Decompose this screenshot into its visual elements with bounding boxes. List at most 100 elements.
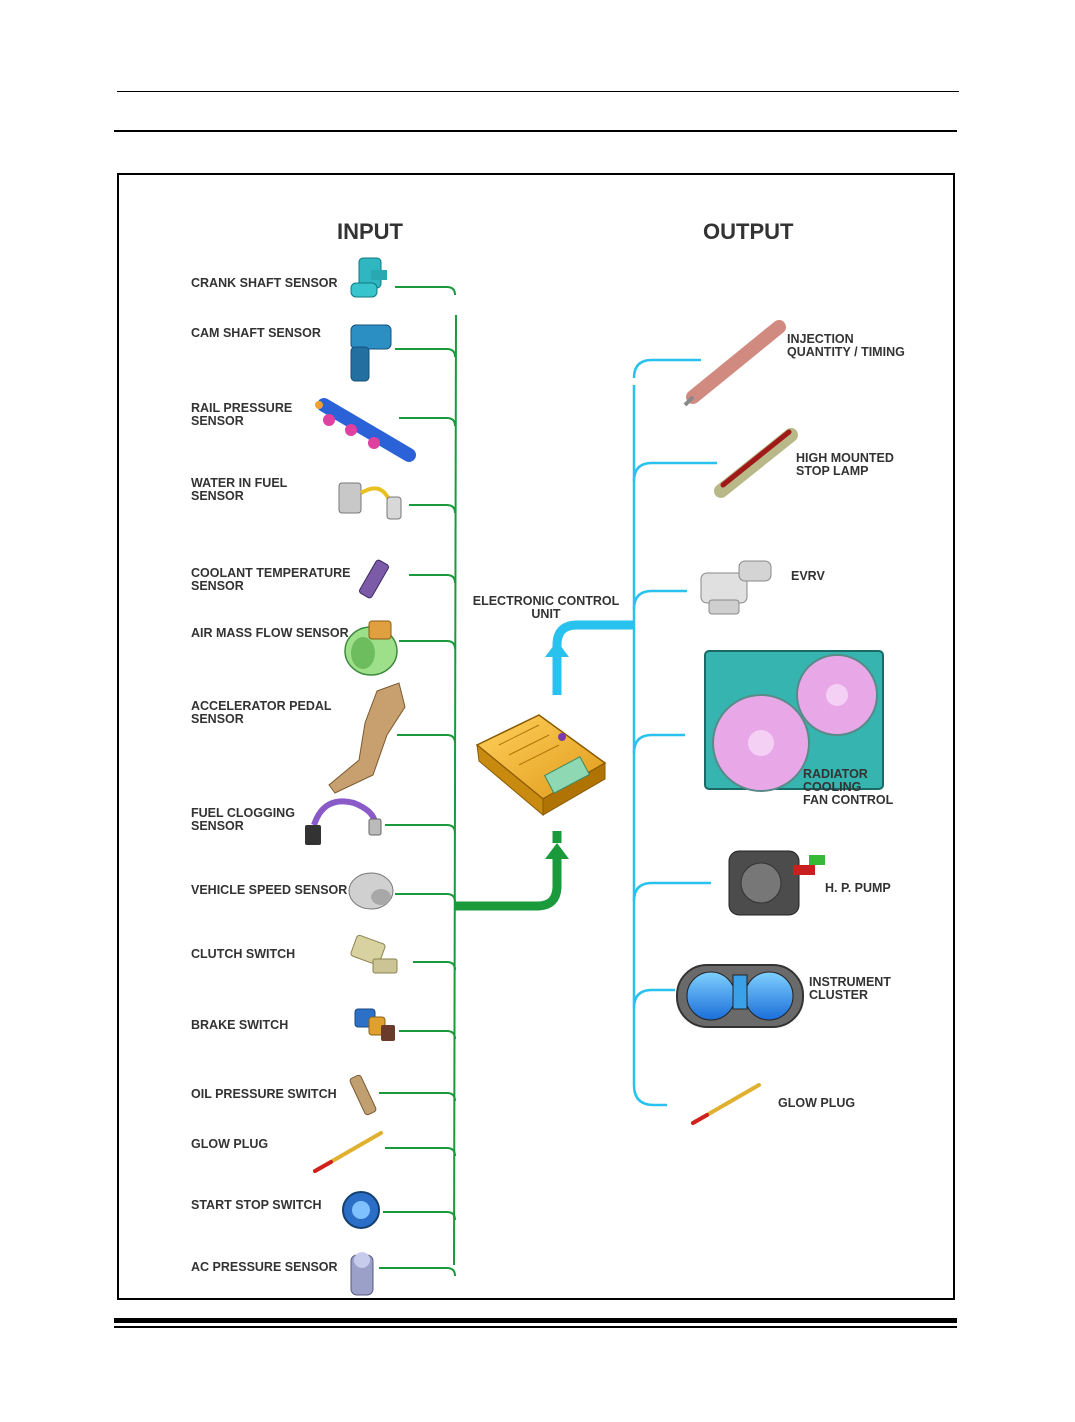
input-label: ACCELERATOR PEDAL	[191, 699, 332, 713]
input-label: SENSOR	[191, 712, 244, 726]
input-connector	[379, 1267, 456, 1277]
output-label: FAN CONTROL	[803, 793, 894, 807]
input-item: BRAKE SWITCH	[191, 1018, 456, 1040]
output-label: INSTRUMENT	[809, 975, 891, 989]
input-label: GLOW PLUG	[191, 1137, 268, 1151]
input-item: VEHICLE SPEED SENSOR	[191, 883, 456, 903]
ac-pressure-sensor-icon	[350, 1252, 374, 1296]
output-bus-trunk	[632, 385, 667, 1107]
input-connector	[395, 893, 456, 903]
input-label: CAM SHAFT SENSOR	[191, 326, 321, 340]
input-connector	[399, 1030, 456, 1040]
input-label: FUEL CLOGGING	[191, 806, 295, 820]
oil-pressure-switch-icon	[349, 1074, 377, 1116]
hp-pump-icon	[728, 850, 825, 916]
output-label: RADIATOR	[803, 767, 868, 781]
input-item: OIL PRESSURE SWITCH	[191, 1087, 456, 1102]
output-item: EVRV	[632, 569, 825, 610]
start-stop-switch-icon	[342, 1191, 380, 1229]
air-mass-flow-sensor-icon	[344, 620, 398, 676]
output-heading: OUTPUT	[703, 219, 794, 244]
crank-shaft-sensor-icon	[350, 257, 387, 298]
input-label: SENSOR	[191, 579, 244, 593]
input-flow-arrow	[545, 843, 569, 859]
input-item: CRANK SHAFT SENSOR	[191, 276, 456, 296]
input-connector	[395, 286, 456, 296]
input-connector	[409, 504, 456, 514]
input-label: AC PRESSURE SENSOR	[191, 1260, 338, 1274]
output-flow-line	[552, 620, 634, 695]
output-item: GLOW PLUG	[778, 1096, 855, 1110]
input-connector	[399, 417, 456, 427]
injector-icon	[683, 320, 786, 407]
input-connector	[413, 961, 456, 971]
rail-pressure-sensor-icon	[315, 398, 416, 462]
input-bus-trunk	[453, 314, 457, 1266]
input-label: START STOP SWITCH	[191, 1198, 322, 1212]
output-label: STOP LAMP	[796, 464, 868, 478]
input-label: COOLANT TEMPERATURE	[191, 566, 351, 580]
input-connector	[399, 640, 456, 650]
inputs-layer: CRANK SHAFT SENSOR CAM SHAFT SENSOR RAIL P…	[191, 276, 456, 1277]
brake-switch-icon	[354, 1008, 395, 1041]
evrv-icon	[700, 560, 772, 615]
footer-rule-thin	[114, 1326, 957, 1328]
clutch-switch-icon	[350, 934, 398, 974]
input-item: GLOW PLUG	[191, 1137, 456, 1157]
vehicle-speed-sensor-icon	[348, 872, 394, 910]
input-label: CRANK SHAFT SENSOR	[191, 276, 338, 290]
accelerator-pedal-sensor-icon	[328, 682, 406, 794]
output-connector	[632, 881, 711, 902]
output-label: COOLING	[803, 780, 861, 794]
output-connector	[632, 461, 717, 482]
instrument-cluster-icon	[676, 964, 804, 1028]
input-label: RAIL PRESSURE	[191, 401, 292, 415]
input-connector	[409, 574, 456, 584]
ecu-label-line-2: UNIT	[531, 607, 561, 621]
input-item: START STOP SWITCH	[191, 1198, 456, 1221]
output-label: EVRV	[791, 569, 825, 583]
header-rule-bottom	[114, 130, 957, 132]
cam-shaft-sensor-icon	[350, 324, 392, 382]
input-connector	[379, 1092, 456, 1102]
input-connector	[383, 1211, 456, 1221]
ecu-unit-icon	[475, 714, 607, 817]
input-item: AC PRESSURE SENSOR	[191, 1260, 456, 1277]
input-item: CAM SHAFT SENSOR	[191, 326, 456, 358]
header-rule-top	[117, 91, 959, 92]
footer-rule-thick	[114, 1318, 957, 1323]
radiator-fan-icon	[704, 650, 884, 792]
output-connector	[632, 358, 701, 379]
input-connector	[395, 348, 456, 358]
fuel-clogging-sensor-icon	[305, 798, 382, 845]
ecu-label-line-1: ELECTRONIC CONTROL	[473, 594, 620, 608]
diagram-canvas: INPUT OUTPUT ELECTRONIC CONTROL UNIT	[191, 219, 905, 1296]
ecu-input-output-diagram: INPUT OUTPUT ELECTRONIC CONTROL UNIT	[117, 173, 955, 1300]
input-item: AIR MASS FLOW SENSOR	[191, 626, 456, 650]
input-label: SENSOR	[191, 414, 244, 428]
input-flow-line	[455, 850, 562, 911]
coolant-temperature-sensor-icon	[359, 559, 389, 599]
stop-lamp-icon	[714, 428, 798, 498]
output-label: QUANTITY / TIMING	[787, 345, 905, 359]
glow-plug-output-icon	[691, 1083, 761, 1125]
input-connector	[397, 734, 456, 744]
input-label: BRAKE SWITCH	[191, 1018, 288, 1032]
output-label: CLUSTER	[809, 988, 868, 1002]
water-in-fuel-sensor-icon	[338, 482, 402, 520]
input-heading: INPUT	[337, 219, 404, 244]
output-label: GLOW PLUG	[778, 1096, 855, 1110]
output-flow-arrow	[545, 641, 569, 657]
input-connector	[385, 1147, 456, 1157]
input-item: CLUTCH SWITCH	[191, 947, 456, 971]
input-label: VEHICLE SPEED SENSOR	[191, 883, 347, 897]
